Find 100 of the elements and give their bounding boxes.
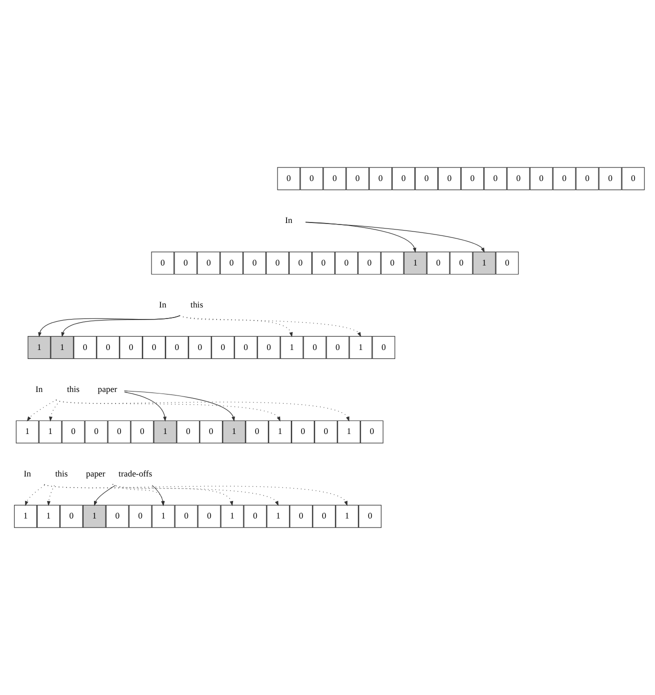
node-box: 0: [243, 252, 266, 275]
node-box: 1: [82, 504, 106, 528]
node-box: 0: [266, 252, 290, 275]
node-box: 0: [360, 420, 384, 444]
node-box: 0: [165, 336, 188, 359]
node-box: 0: [576, 167, 599, 190]
node-box: 0: [622, 167, 645, 190]
node-box: 0: [598, 167, 622, 190]
arrow: [305, 222, 485, 253]
node-box: 0: [74, 336, 97, 359]
node-box: 0: [326, 336, 350, 359]
node-box: 1: [38, 420, 62, 444]
node-box: 0: [450, 252, 473, 275]
node-box: 1: [220, 504, 244, 528]
node-box: 0: [380, 252, 404, 275]
node-text: paper: [98, 384, 118, 394]
node-box: 0: [334, 252, 358, 275]
node-box: 0: [197, 252, 220, 275]
node-box: 1: [50, 336, 74, 359]
node-box: 0: [438, 167, 461, 190]
node-box: 0: [142, 336, 166, 359]
node-box: 0: [257, 336, 280, 359]
node-box: 0: [290, 504, 313, 528]
node-box: 0: [246, 420, 269, 444]
node-text: this: [190, 300, 204, 310]
node-box: 1: [222, 420, 246, 444]
node-box: 0: [496, 252, 519, 275]
node-box: 0: [426, 252, 450, 275]
node-box: 0: [174, 252, 198, 275]
node-box: 0: [188, 336, 212, 359]
node-box: 1: [336, 504, 359, 528]
node-box: 1: [266, 504, 290, 528]
arrow: [49, 400, 60, 422]
node-box: 0: [84, 420, 108, 444]
arrow: [25, 485, 45, 506]
node-text: In: [159, 300, 166, 310]
node-box: 0: [130, 420, 154, 444]
node-box: 0: [312, 252, 335, 275]
node-box: 1: [36, 504, 60, 528]
node-box: 1: [268, 420, 292, 444]
node-box: 1: [16, 420, 39, 444]
node-box: 0: [198, 504, 221, 528]
node-box: 1: [28, 336, 51, 359]
node-box: 0: [323, 167, 346, 190]
node-box: 0: [211, 336, 234, 359]
arrow: [305, 222, 416, 253]
node-box: 0: [358, 504, 382, 528]
node-box: 0: [506, 167, 530, 190]
node-box: 1: [14, 504, 37, 528]
arrow: [26, 399, 57, 422]
node-box: 0: [314, 420, 338, 444]
node-box: 0: [369, 167, 392, 190]
node-box: 0: [552, 167, 576, 190]
node-box: 1: [349, 336, 372, 359]
node-box: 0: [460, 167, 484, 190]
node-box: 1: [154, 420, 177, 444]
node-box: 0: [346, 167, 370, 190]
node-box: 0: [62, 420, 85, 444]
arrow: [56, 400, 350, 422]
node-box: 0: [234, 336, 258, 359]
arrow: [38, 315, 180, 338]
node-text: In: [285, 215, 292, 226]
node-box: 0: [530, 167, 553, 190]
arrow: [47, 485, 55, 506]
node-box: 0: [358, 252, 381, 275]
node-box: 0: [312, 504, 336, 528]
node-box: 0: [128, 504, 152, 528]
node-box: 0: [176, 420, 200, 444]
node-text: this: [67, 384, 80, 394]
node-box: 1: [152, 504, 175, 528]
node-box: 0: [174, 504, 198, 528]
node-box: 0: [151, 252, 174, 275]
node-box: 0: [372, 336, 396, 359]
node-box: 0: [96, 336, 120, 359]
node-box: 1: [472, 252, 496, 275]
node-box: 1: [280, 336, 304, 359]
node-box: 0: [392, 167, 416, 190]
node-box: 0: [60, 504, 83, 528]
node-box: 0: [220, 252, 244, 275]
node-box: 1: [404, 252, 427, 275]
arrow: [124, 390, 235, 422]
node-text: paper: [86, 468, 106, 478]
node-box: 1: [337, 420, 360, 444]
node-text: In: [24, 468, 31, 478]
node-box: 0: [415, 167, 438, 190]
arrow: [179, 315, 362, 338]
node-box: 0: [106, 504, 129, 528]
arrow: [94, 485, 116, 506]
node-box: 0: [120, 336, 143, 359]
node-text: In: [36, 384, 43, 394]
node-text: this: [55, 468, 68, 478]
arrow: [124, 392, 167, 422]
node-text: trade-offs: [118, 468, 152, 478]
node-box: 0: [303, 336, 326, 359]
node-box: 0: [108, 420, 131, 444]
node-box: 0: [300, 167, 324, 190]
node-box: 0: [289, 252, 312, 275]
arrow: [61, 315, 180, 338]
node-box: 0: [484, 167, 507, 190]
node-box: 0: [244, 504, 267, 528]
